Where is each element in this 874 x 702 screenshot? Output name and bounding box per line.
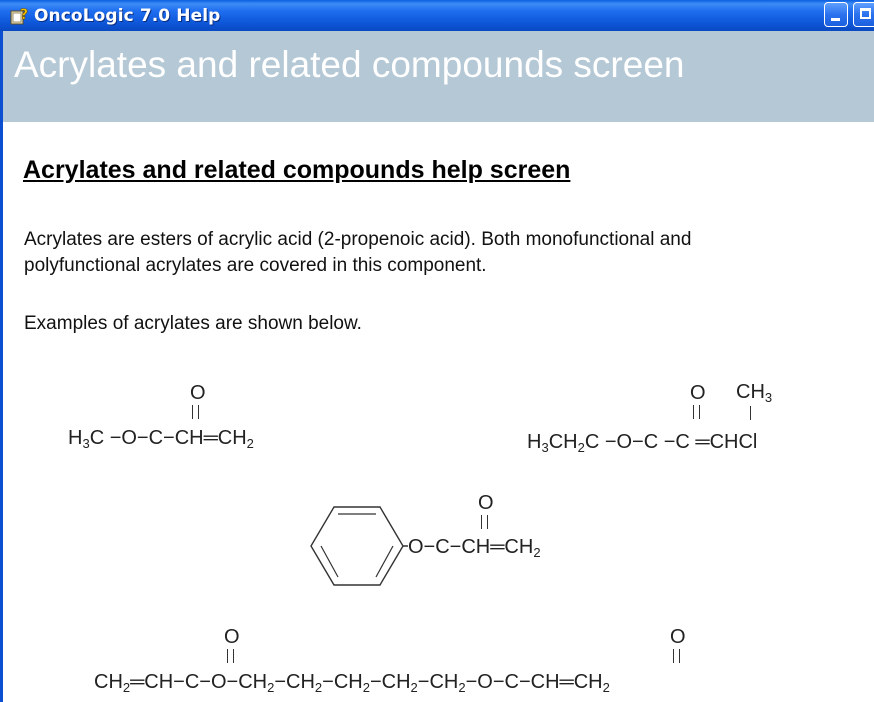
single-bond: [750, 406, 751, 420]
chain-text: −CH: [274, 671, 315, 693]
double-bond: [192, 405, 199, 419]
double-bond: [673, 649, 680, 663]
chain-text: O−C−CH═CH: [408, 536, 534, 558]
structure-1-formula: H3C −O−C−CH═CH2: [68, 428, 254, 454]
subscript: 2: [533, 545, 541, 560]
intro-paragraph-line-2: polyfunctional acrylates are covered in …: [24, 255, 487, 276]
double-bond: [693, 405, 700, 419]
chain-text: C −O−C−CH═CH: [89, 427, 247, 449]
svg-text:?: ?: [20, 7, 28, 23]
title-bar[interactable]: ? OncoLogic 7.0 Help: [0, 0, 874, 31]
methyl-text: CH: [736, 381, 765, 403]
carbonyl-oxygen: O: [670, 626, 686, 648]
carbonyl-oxygen: O: [190, 382, 206, 404]
chain-text: C −O−C −C ═CHCl: [584, 431, 758, 453]
chain-text: −O−C−CH═CH: [465, 671, 603, 693]
minimize-icon: [831, 18, 840, 21]
double-bond: [481, 515, 488, 529]
atom-h: H: [527, 431, 542, 453]
intro-paragraph-line-1: Acrylates are esters of acrylic acid (2-…: [24, 229, 692, 250]
subscript: 2: [314, 680, 323, 695]
subscript: 2: [267, 680, 275, 695]
subscript: 3: [541, 440, 549, 455]
benzene-ring: [310, 506, 408, 586]
atom-h: H: [68, 427, 83, 449]
topic-header-band: [3, 31, 874, 122]
carbonyl-oxygen: O: [690, 382, 706, 404]
subscript: 2: [410, 680, 418, 695]
subscript: 2: [602, 680, 610, 695]
help-content-area[interactable]: [3, 122, 874, 702]
methyl-group: CH3: [736, 382, 772, 408]
minimize-button[interactable]: [824, 2, 848, 27]
chain-text: −CH: [369, 671, 411, 693]
carbonyl-oxygen: O: [478, 492, 494, 514]
maximize-icon: [860, 8, 871, 19]
chain-text: −CH: [322, 671, 363, 693]
chain-text: CH: [548, 431, 578, 453]
structure-4-formula: CH2═CH−C−O−CH2−CH2−CH2−CH2−CH2−O−C−CH═CH…: [94, 672, 610, 698]
subscript: 2: [577, 440, 585, 455]
chain-text: −CH: [417, 671, 459, 693]
chain-text: ═CH−C−O−CH: [130, 671, 268, 693]
double-bond: [227, 649, 234, 663]
structure-2-formula: H3CH2C −O−C −C ═CHCl: [527, 432, 757, 458]
examples-intro: Examples of acrylates are shown below.: [24, 313, 362, 334]
window-title: OncoLogic 7.0 Help: [34, 6, 221, 26]
maximize-button[interactable]: [853, 2, 874, 27]
carbonyl-oxygen: O: [224, 626, 240, 648]
subscript: 3: [82, 436, 90, 451]
help-book-icon: ?: [10, 7, 28, 25]
subscript: 2: [458, 680, 466, 695]
structure-3-formula: O−C−CH═CH2: [408, 537, 541, 563]
subscript: 3: [764, 390, 773, 405]
chain-text: CH: [94, 671, 123, 693]
subscript: 2: [362, 680, 370, 695]
page-heading: Acrylates and related compounds help scr…: [23, 156, 571, 184]
subscript: 2: [246, 436, 254, 451]
window-frame-left: [0, 31, 3, 702]
subscript: 2: [122, 680, 131, 695]
topic-header-title: Acrylates and related compounds screen: [14, 44, 685, 85]
